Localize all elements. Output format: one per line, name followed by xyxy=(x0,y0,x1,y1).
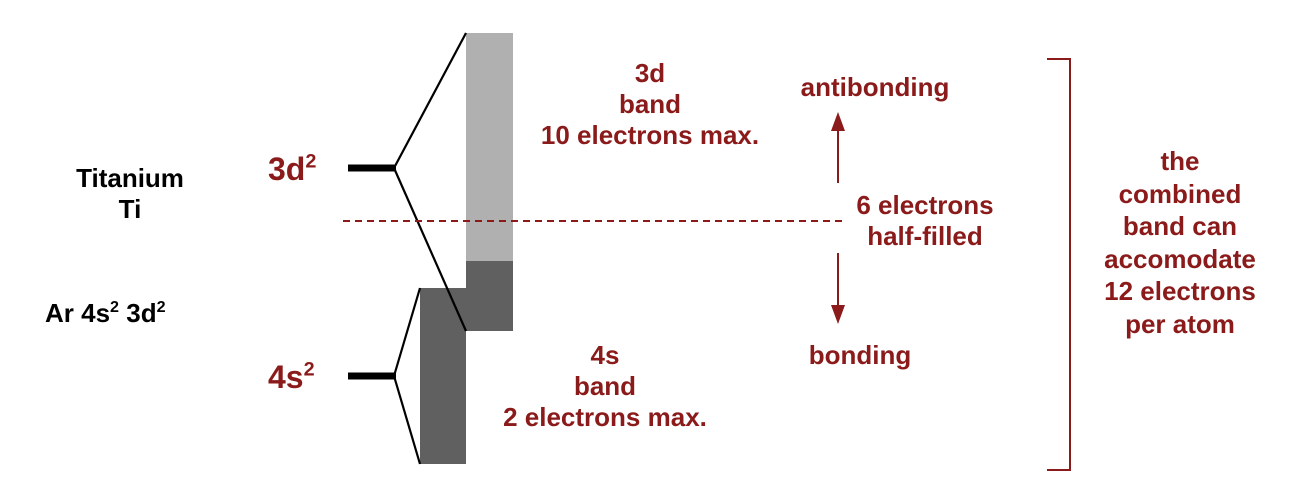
config-d-exponent: 2 xyxy=(156,298,166,317)
combined-band-label-line3: band can xyxy=(1122,211,1238,241)
3d-fan-lower xyxy=(392,167,468,332)
config-s-exponent: 2 xyxy=(110,298,120,317)
4s-band-label-line1: 4s xyxy=(590,340,620,370)
half-filled-label-line2: half-filled xyxy=(867,221,983,252)
antibonding-label: antibonding xyxy=(800,72,950,102)
3d-band-filled-region xyxy=(466,261,513,331)
3d-band-label-line1: 3d xyxy=(634,58,666,88)
bonding-label: bonding xyxy=(808,340,912,370)
4s-band-label-line2: band xyxy=(573,371,637,402)
arrow-down-icon xyxy=(831,305,845,324)
combined-band-label-line6: per atom xyxy=(1125,308,1235,339)
combined-band-label-line5: 12 electrons xyxy=(1104,276,1256,306)
3d-level-base: 3d xyxy=(268,151,306,187)
3d-fan-upper xyxy=(393,32,467,169)
combined-band-label-line2: combined xyxy=(1118,178,1242,209)
half-filled-label-line1: 6 electrons xyxy=(856,190,994,220)
3d-band-label-line2: band xyxy=(618,89,682,120)
3d-band-label-line3: 10 electrons max. xyxy=(540,120,760,151)
3d-level-exponent: 2 xyxy=(305,150,317,173)
element-label: Titanium Ti xyxy=(45,163,215,225)
config-mid: 3d xyxy=(119,298,157,328)
4s-level-exponent: 2 xyxy=(303,358,315,381)
4s-level-base: 4s xyxy=(268,359,304,395)
combined-band-bracket xyxy=(1047,58,1071,471)
3d-band-label: 3d band 10 electrons max. xyxy=(520,58,780,152)
4s-band xyxy=(420,288,466,464)
4s-fan-upper xyxy=(392,287,422,377)
arrow-up-icon xyxy=(831,112,845,131)
4s-level-label: 4s2 xyxy=(268,358,348,396)
combined-band-label: the combined band can accomodate 12 elec… xyxy=(1080,145,1280,340)
half-filled-label: 6 electrons half-filled xyxy=(830,190,1020,252)
element-name: Titanium xyxy=(76,163,184,193)
4s-band-label: 4s band 2 electrons max. xyxy=(475,340,735,434)
4s-band-label-line3: 2 electrons max. xyxy=(503,402,707,433)
combined-band-label-line1: the xyxy=(1160,146,1200,176)
electron-configuration: Ar 4s2 3d2 xyxy=(45,298,245,329)
4s-fan-lower xyxy=(392,375,422,465)
3d-level-label: 3d2 xyxy=(268,150,348,188)
element-symbol: Ti xyxy=(118,194,142,225)
combined-band-label-line4: accomodate xyxy=(1104,243,1256,274)
config-prefix: Ar 4s xyxy=(45,298,111,328)
3d-band-empty-region xyxy=(466,33,513,261)
